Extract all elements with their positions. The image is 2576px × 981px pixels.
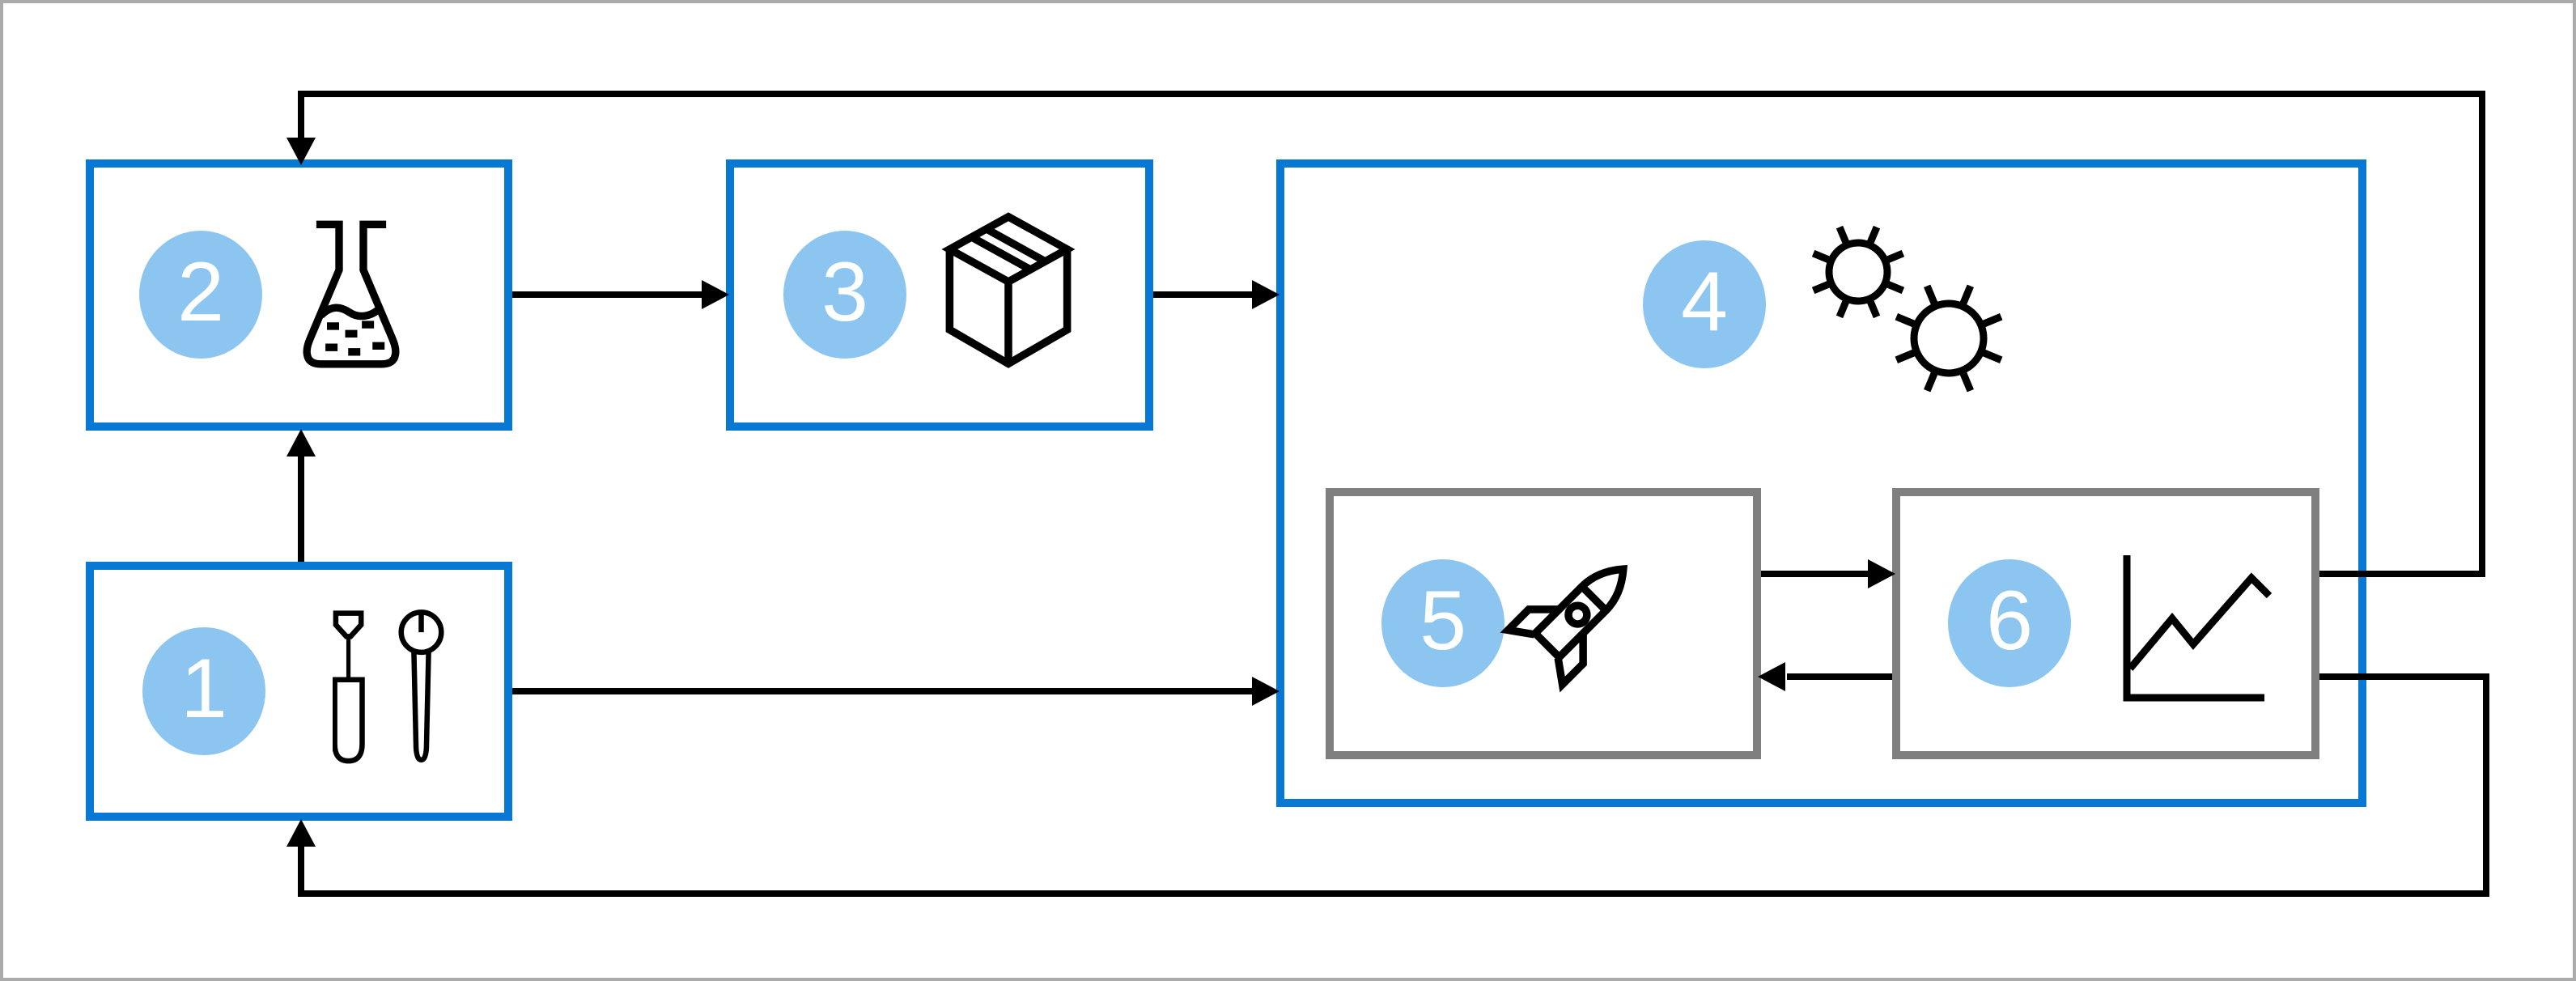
step-number: 4 <box>1681 255 1728 349</box>
step-badge-5: 5 <box>1381 559 1504 687</box>
germs-icon <box>1808 222 2005 395</box>
step-badge-2: 2 <box>139 231 262 359</box>
step-box-1: 1 <box>86 562 512 821</box>
package-icon <box>939 210 1078 373</box>
connector-3-to-4 <box>1153 280 1280 309</box>
connector-1-to-4 <box>512 677 1280 706</box>
step-number: 3 <box>821 245 868 339</box>
step-badge-3: 3 <box>783 231 906 359</box>
connector-2-to-3 <box>512 280 729 309</box>
step-number: 1 <box>180 642 227 736</box>
flask-icon <box>291 215 412 375</box>
step-box-3: 3 <box>726 159 1153 431</box>
connector-1-to-2 <box>286 429 316 562</box>
step-number: 6 <box>1986 574 2033 668</box>
step-box-4: 4 <box>1276 159 2366 807</box>
tools-icon <box>333 609 451 770</box>
step-badge-6: 6 <box>1948 559 2071 687</box>
rocket-icon <box>1493 546 1647 699</box>
line-chart-icon <box>2111 545 2273 708</box>
step-box-6: 6 <box>1892 488 2319 759</box>
step-box-5: 5 <box>1326 488 1761 759</box>
step-badge-4: 4 <box>1643 240 1766 368</box>
step-number: 5 <box>1420 574 1466 668</box>
step-badge-1: 1 <box>142 627 265 755</box>
step-number: 2 <box>177 245 224 339</box>
step-box-2: 2 <box>86 159 512 431</box>
